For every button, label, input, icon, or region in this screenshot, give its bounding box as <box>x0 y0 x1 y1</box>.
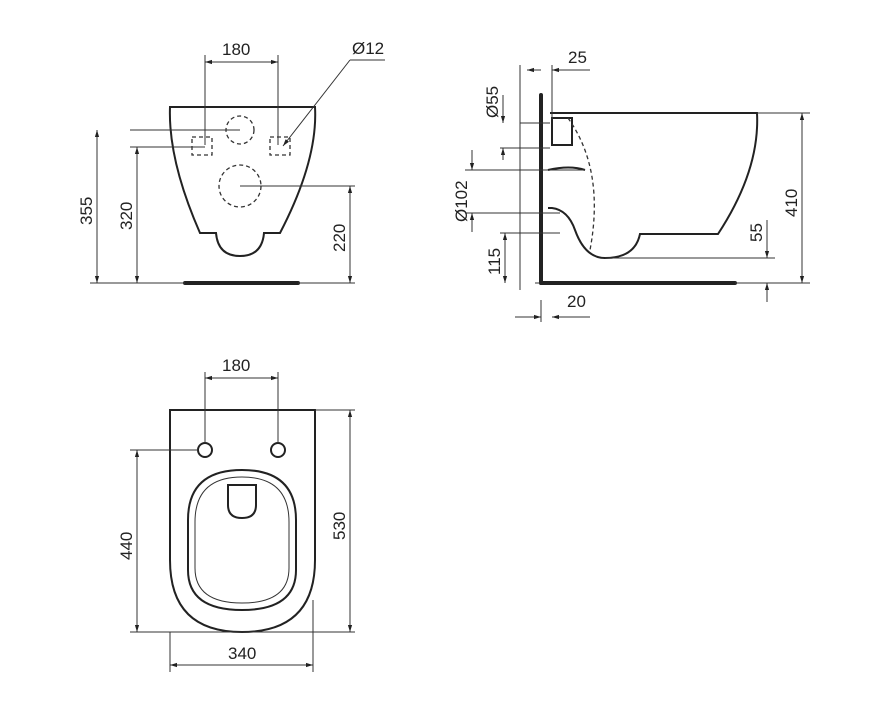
flush-rim-cutout <box>227 484 257 520</box>
dim-20: 20 <box>567 292 586 311</box>
side-bowl-outline <box>548 112 759 260</box>
dim-220: 220 <box>330 224 349 252</box>
dim-25: 25 <box>568 48 587 67</box>
front-extension-lines <box>90 55 355 284</box>
dim-d55: Ø55 <box>483 86 502 118</box>
dim-410: 410 <box>782 189 801 217</box>
side-extension-lines <box>465 65 810 290</box>
top-view: 180 440 530 340 <box>117 356 355 672</box>
dim-530: 530 <box>330 512 349 540</box>
dim-440: 440 <box>117 532 136 560</box>
front-view: 180 Ø12 355 320 220 <box>77 39 385 285</box>
seat-hole-left <box>197 442 213 458</box>
dim-55: 55 <box>747 223 766 242</box>
fixing-hole-right <box>269 136 291 156</box>
top-bowl-outline <box>169 409 316 634</box>
hidden-trap-line <box>567 117 595 251</box>
top-extension-lines <box>130 372 355 672</box>
inlet-connector <box>547 117 586 171</box>
dim-180-front: 180 <box>222 40 250 59</box>
leader-d12 <box>282 59 351 147</box>
seat-hole-right <box>270 442 286 458</box>
seat-opening <box>187 468 297 612</box>
side-view: 25 Ø55 Ø102 115 20 55 410 <box>452 48 810 322</box>
seat-opening-inner <box>194 476 290 604</box>
dim-d102: Ø102 <box>452 180 471 222</box>
dim-320: 320 <box>117 202 136 230</box>
fixing-hole-left <box>191 136 213 156</box>
dim-340: 340 <box>228 644 256 663</box>
dim-355: 355 <box>77 197 96 225</box>
dim-115: 115 <box>485 248 504 275</box>
dim-180-top: 180 <box>222 356 250 375</box>
dim-d12: Ø12 <box>352 39 384 58</box>
front-bowl-outline <box>168 106 317 258</box>
